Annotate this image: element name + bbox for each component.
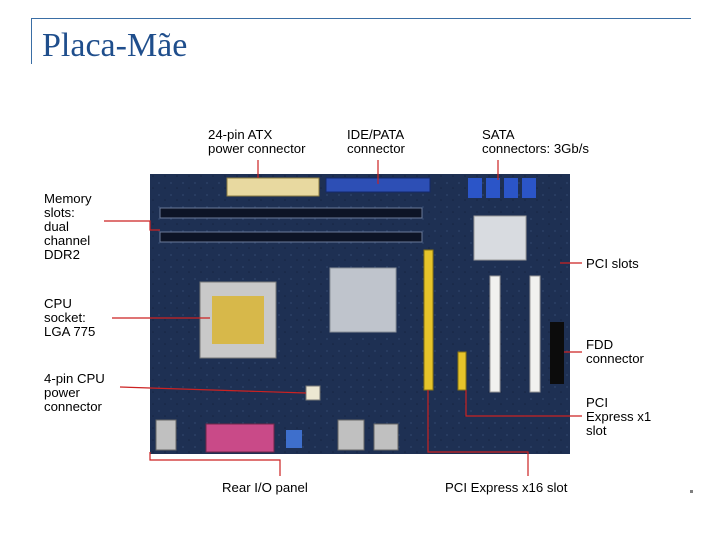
callout-cpu-power bbox=[119, 386, 307, 394]
io-lan bbox=[337, 419, 365, 451]
southbridge-heatsink bbox=[473, 215, 527, 261]
slide-corner-mark bbox=[690, 490, 693, 493]
label-fdd: FDD connector bbox=[586, 337, 644, 366]
memory-slot-2 bbox=[159, 231, 423, 243]
callout-rear-io bbox=[149, 452, 281, 476]
label-sata: SATA connectors: 3Gb/s bbox=[482, 127, 590, 156]
label-pcie-x1: PCI Express x1 slot bbox=[586, 395, 652, 438]
callout-pcie-x1 bbox=[465, 390, 582, 417]
label-cpu-socket: CPU socket: LGA 775 bbox=[44, 296, 96, 339]
label-ide: IDE/PATA connector bbox=[347, 127, 405, 156]
label-cpu-power: 4-pin CPU power connector bbox=[44, 371, 105, 414]
callout-lines bbox=[104, 160, 582, 476]
title-accent-bar bbox=[31, 18, 32, 64]
slide-title: Placa-Mãe bbox=[42, 27, 188, 64]
sata-port-3 bbox=[504, 178, 518, 198]
io-vga bbox=[286, 430, 302, 448]
atx-connector bbox=[226, 177, 320, 197]
label-atx: 24-pin ATX power connector bbox=[208, 127, 306, 156]
io-audio bbox=[373, 423, 399, 451]
label-pcie-x16: PCI Express x16 slot bbox=[445, 480, 568, 495]
io-parallel-port bbox=[205, 423, 275, 453]
label-pci: PCI slots bbox=[586, 256, 639, 271]
cpu-power-connector bbox=[305, 385, 321, 401]
label-memory: Memory slots: dual channel DDR2 bbox=[44, 191, 92, 262]
callout-memory bbox=[104, 220, 160, 231]
sata-port-1 bbox=[468, 178, 482, 198]
title-rule bbox=[31, 18, 691, 19]
chipset-heatsink bbox=[329, 267, 397, 333]
pci-slot-2 bbox=[529, 275, 541, 393]
fdd-connector bbox=[550, 322, 564, 384]
cpu-socket-cover bbox=[212, 296, 264, 344]
sata-port-4 bbox=[522, 178, 536, 198]
callout-pcie-x16 bbox=[427, 390, 529, 476]
io-ps2 bbox=[155, 419, 177, 451]
sata-port-2 bbox=[486, 178, 500, 198]
pcie-x1-slot bbox=[457, 351, 467, 391]
pci-slot-1 bbox=[489, 275, 501, 393]
memory-slot-1 bbox=[159, 207, 423, 219]
pcie-x16-slot bbox=[423, 249, 434, 391]
label-rear-io: Rear I/O panel bbox=[222, 480, 308, 495]
